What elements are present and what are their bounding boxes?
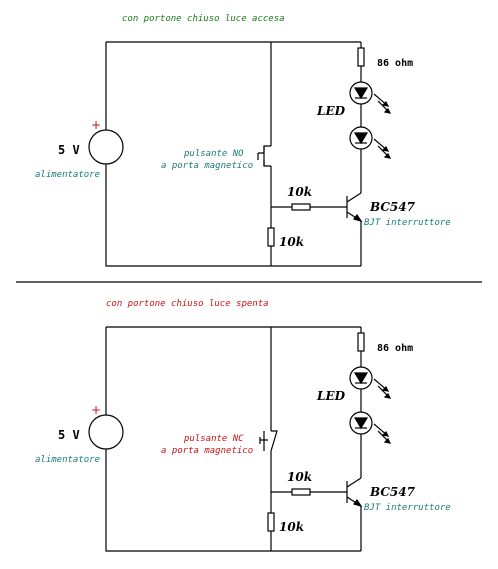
circuit-1-voltage-label: 5 V — [58, 143, 80, 157]
circuit-2-transistor — [346, 477, 363, 508]
circuit-2-voltage-label: 5 V — [58, 428, 80, 442]
circuit-2-main-wire — [105, 326, 361, 552]
circuit-2-switch-label: pulsante NC — [183, 434, 244, 444]
circuit-2-plus-sign: + — [91, 403, 101, 417]
circuit-2-supply-label: alimentatore — [35, 455, 100, 465]
circuit-1: con portone chiuso luce accesa + 5 V ali… — [35, 14, 451, 267]
circuit-1-transistor-desc: BJT interruttore — [364, 218, 451, 228]
circuit-2-resistor-pulldown — [267, 512, 275, 532]
circuit-2-led-2 — [349, 411, 392, 444]
circuit-1-power-source — [88, 129, 124, 165]
circuit-1-supply-label: alimentatore — [35, 170, 100, 180]
circuit-1-led-label: LED — [316, 104, 346, 118]
circuit-1-resistor-pulldown — [267, 227, 275, 247]
circuit-2-led-1 — [349, 366, 392, 399]
circuit-1-transistor — [346, 192, 363, 223]
circuit-1-led-1 — [349, 81, 392, 114]
circuit-2-resistor-base-label: 10k — [287, 470, 312, 484]
circuit-1-switch-sub-label: a porta magnetico — [161, 161, 253, 171]
circuit-1-switch-no — [257, 145, 271, 167]
circuit-1-main-wire — [105, 41, 361, 267]
circuit-1-resistor-86ohm — [357, 47, 365, 67]
circuit-2: con portone chiuso luce spenta + 5 V ali… — [35, 299, 451, 552]
circuit-2-transistor-desc: BJT interruttore — [364, 503, 451, 513]
circuit-2-led-label: LED — [316, 389, 346, 403]
circuit-1-transistor-label: BC547 — [369, 200, 416, 214]
circuit-2-switch-sub-label: a porta magnetico — [161, 446, 253, 456]
circuit-1-resistor-base — [291, 203, 311, 211]
circuit-2-transistor-label: BC547 — [369, 485, 416, 499]
circuit-1-plus-sign: + — [91, 118, 101, 132]
circuit-1-resistor-base-label: 10k — [287, 185, 312, 199]
circuit-2-resistor-86ohm-label: 86 ohm — [377, 343, 413, 354]
circuit-2-resistor-base — [291, 488, 311, 496]
circuit-2-power-source — [88, 414, 124, 450]
circuit-2-switch-nc — [259, 430, 278, 452]
circuit-2-resistor-86ohm — [357, 332, 365, 352]
circuit-1-switch-label: pulsante NO — [183, 149, 244, 159]
circuit-2-resistor-pulldown-label: 10k — [279, 520, 304, 534]
circuit-1-caption: con portone chiuso luce accesa — [122, 14, 285, 24]
circuit-1-led-2 — [349, 126, 392, 159]
circuit-1-resistor-86ohm-label: 86 ohm — [377, 58, 413, 69]
circuit-2-caption: con portone chiuso luce spenta — [106, 299, 269, 309]
circuit-1-resistor-pulldown-label: 10k — [279, 235, 304, 249]
